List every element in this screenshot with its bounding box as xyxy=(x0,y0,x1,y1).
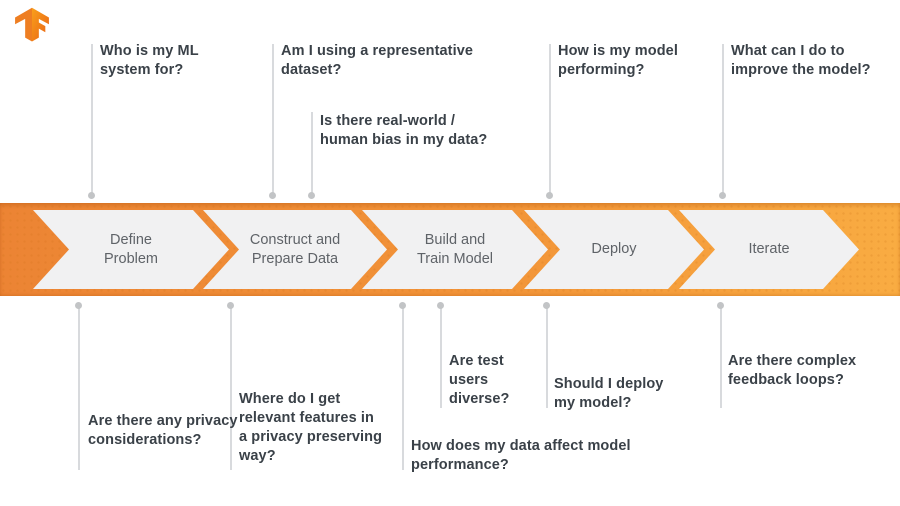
question-bottom-5: Should I deploy my model? xyxy=(554,376,664,411)
connector-dot xyxy=(269,192,276,199)
connector-dot xyxy=(75,302,82,309)
stage-iterate: Iterate xyxy=(679,210,859,289)
stage-label: Deploy xyxy=(591,241,637,257)
question-top-3: Is there real-world / human bias in my d… xyxy=(320,113,488,148)
connector-line xyxy=(722,44,724,194)
connector-line xyxy=(720,308,722,408)
connector-line xyxy=(230,308,232,470)
question-bottom-6: Are there complex feedback loops? xyxy=(728,353,857,388)
connector-dot xyxy=(543,302,550,309)
connector-line xyxy=(91,44,93,194)
question-top-5: What can I do to improve the model? xyxy=(731,43,871,78)
connector-line xyxy=(402,308,404,470)
question-top-2: Am I using a representative dataset? xyxy=(281,43,474,78)
connector-line xyxy=(272,44,274,194)
connector-dot xyxy=(308,192,315,199)
stage-label: Iterate xyxy=(748,241,790,257)
tf-logo-f-shape xyxy=(32,7,49,42)
question-top-4: How is my model performing? xyxy=(558,43,678,78)
stage-label: Define Problem xyxy=(104,231,158,267)
stage-label: Build and Train Model xyxy=(416,231,494,267)
connector-dot xyxy=(717,302,724,309)
stage-label: Construct and Prepare Data xyxy=(249,231,341,267)
tf-logo-left-wing xyxy=(15,7,32,42)
connector-line xyxy=(546,308,548,408)
connector-dot xyxy=(437,302,444,309)
stage-construct-prepare-data: Construct and Prepare Data xyxy=(203,210,387,289)
connector-dot xyxy=(88,192,95,199)
connector-line xyxy=(311,112,313,194)
question-bottom-4: Are test users diverse? xyxy=(449,353,510,407)
stage-define-problem: Define Problem xyxy=(33,210,229,289)
connector-dot xyxy=(546,192,553,199)
stage-deploy: Deploy xyxy=(524,210,704,289)
question-bottom-2: Where do I get relevant features in a pr… xyxy=(239,391,383,464)
question-top-1: Who is my ML system for? xyxy=(100,43,199,78)
connector-dot xyxy=(719,192,726,199)
connector-line xyxy=(78,308,80,470)
connector-line xyxy=(549,44,551,194)
pipeline-band: Define Problem Construct and Prepare Dat… xyxy=(0,203,900,296)
question-bottom-3: How does my data affect model performanc… xyxy=(411,438,631,473)
stage-build-train-model: Build and Train Model xyxy=(362,210,548,289)
connector-dot xyxy=(399,302,406,309)
connector-dot xyxy=(227,302,234,309)
connector-line xyxy=(440,308,442,408)
tensorflow-logo xyxy=(15,7,49,42)
question-bottom-1: Are there any privacy considerations? xyxy=(88,413,238,448)
